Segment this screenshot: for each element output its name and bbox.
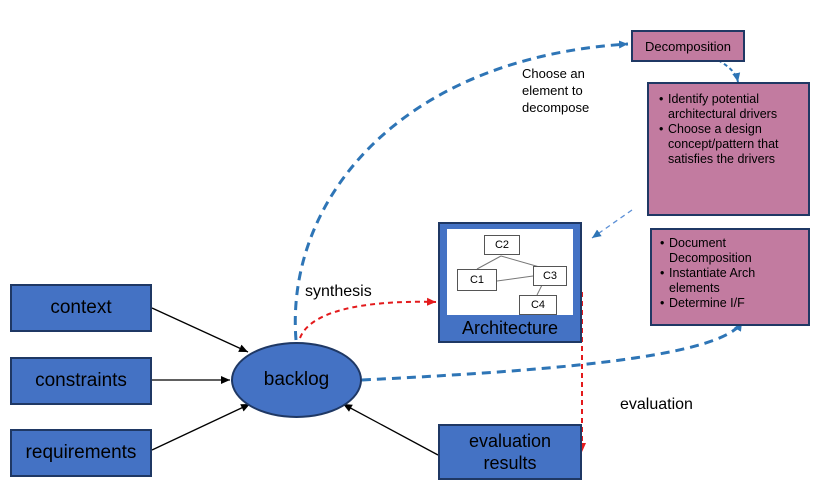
arrow-context-backlog — [151, 307, 249, 353]
instantiation-step: Instantiate Arch elements — [660, 266, 800, 296]
component-c3: C3 — [533, 266, 567, 286]
instantiation-steps-box: Document Decomposition Instantiate Arch … — [650, 228, 810, 326]
component-c4: C4 — [519, 295, 557, 315]
instantiation-step: Document Decomposition — [660, 236, 800, 266]
choose-element-annotation: Choose an element to decompose — [522, 66, 590, 115]
evaluation-annotation: evaluation — [620, 396, 693, 413]
decomposition-step: Choose a design concept/pattern that sat… — [659, 122, 798, 167]
arrow-decomp-architecture — [591, 209, 633, 239]
arrow-results-backlog — [342, 403, 439, 456]
synthesis-annotation: synthesis — [305, 283, 372, 300]
arrow-synthesis — [299, 297, 437, 339]
architecture-label: Architecture — [461, 318, 559, 338]
component-c1: C1 — [457, 269, 497, 291]
backlog-label: backlog — [263, 369, 330, 390]
constraints-box: constraints — [10, 357, 152, 405]
component-c2: C2 — [484, 235, 520, 255]
backlog-node: backlog — [231, 342, 362, 418]
instantiation-step-list: Document Decomposition Instantiate Arch … — [660, 236, 800, 311]
arrow-requirements-backlog — [151, 403, 251, 451]
arrow-backlog-instantiation — [361, 321, 744, 382]
decomposition-steps-box: Identify potential architectural drivers… — [647, 82, 810, 216]
decomposition-step-list: Identify potential architectural drivers… — [659, 92, 798, 167]
evaluation-results-box: evaluation results — [438, 424, 582, 480]
architecture-thumbnail: C2 C1 C3 C4 — [447, 229, 573, 315]
arrow-backlog-decomposition — [293, 40, 629, 341]
instantiation-step: Determine I/F — [660, 296, 800, 311]
context-label: context — [50, 297, 112, 318]
decomposition-title-box: Decomposition — [631, 30, 745, 62]
requirements-box: requirements — [10, 429, 152, 477]
context-box: context — [10, 284, 152, 332]
evaluation-results-label: evaluation results — [468, 431, 552, 473]
constraints-label: constraints — [35, 370, 127, 391]
requirements-label: requirements — [25, 442, 137, 463]
decomposition-title: Decomposition — [645, 38, 731, 54]
decomposition-step: Identify potential architectural drivers — [659, 92, 798, 122]
arrow-decomp-title-steps — [717, 59, 741, 83]
architecture-box: C2 C1 C3 C4 Architecture — [438, 222, 582, 343]
